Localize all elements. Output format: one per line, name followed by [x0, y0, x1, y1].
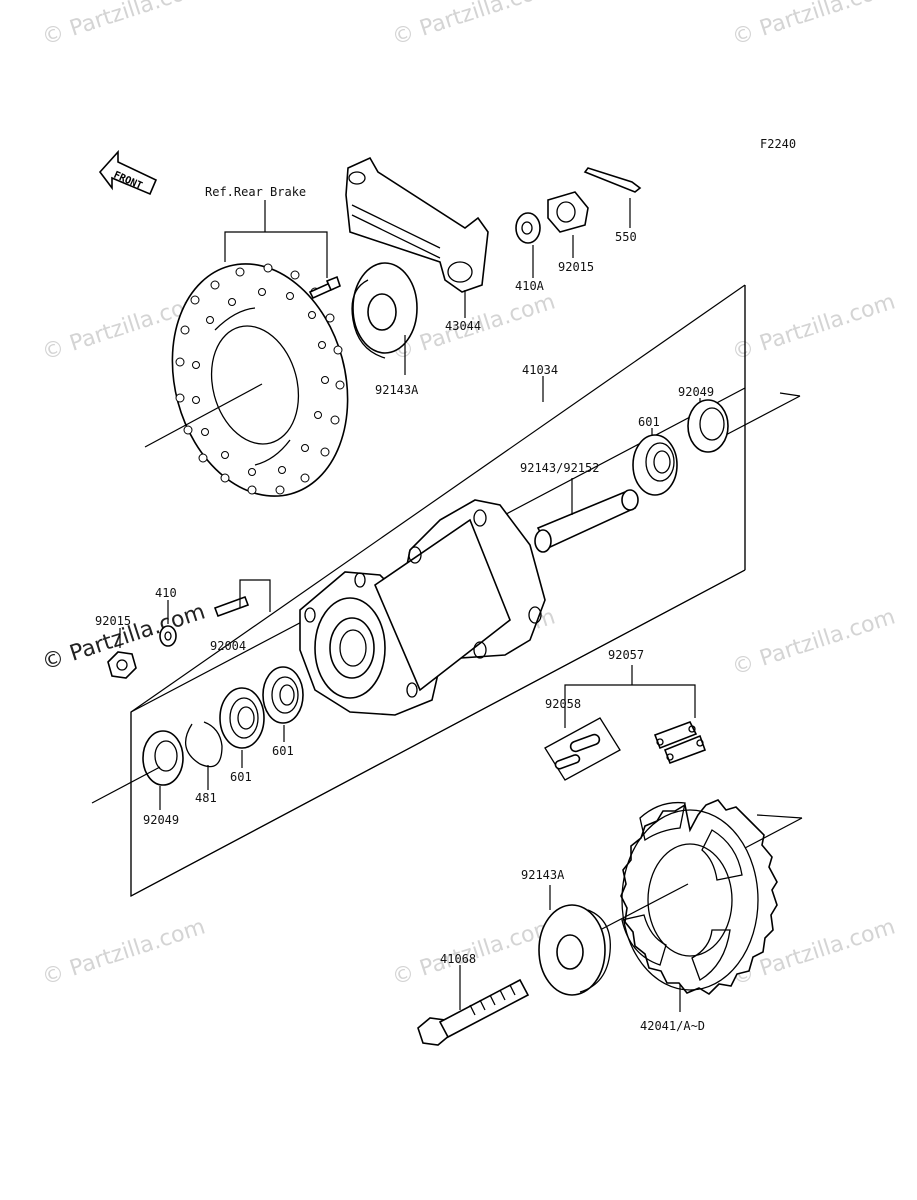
leader-92004 [239, 579, 271, 612]
watermark: © Partzilla.com [389, 0, 558, 51]
front-arrow: FRONT [98, 149, 158, 196]
cotter-pin [583, 167, 642, 193]
circlip-481 [184, 721, 223, 768]
master-link [544, 717, 621, 781]
washer-410A [515, 212, 541, 244]
part-label-92058: 92058 [545, 697, 581, 711]
part-label-410A: 410A [515, 279, 545, 293]
part-label-92049-low: 92049 [143, 813, 179, 827]
seal-92049-low [142, 730, 184, 786]
axle-line-right [719, 395, 801, 439]
seal-92049-top [687, 399, 729, 453]
rear-sprocket [620, 799, 778, 996]
part-label-92015-left: 92015 [95, 614, 131, 628]
disc-axis [144, 383, 263, 448]
sprocket-axle-right [744, 817, 803, 849]
sprocket-axle-line [599, 883, 689, 931]
part-label-92049-top: 92049 [678, 385, 714, 399]
wheel-hub [299, 499, 546, 716]
part-label-601-top: 601 [638, 415, 660, 429]
axle-line-left [91, 766, 161, 804]
hub-frame-top [130, 284, 746, 713]
bracket-92057 [564, 684, 696, 718]
bearing-601-low [219, 687, 265, 749]
nut-92015-top [547, 191, 589, 233]
bearing-601-mid [262, 666, 304, 724]
bearing-601-top [632, 434, 678, 496]
caliper-bracket [345, 156, 489, 293]
stud-92004 [213, 595, 250, 618]
figure-code: F2240 [760, 137, 796, 151]
drive-chain [653, 721, 707, 765]
part-label-550: 550 [615, 230, 637, 244]
part-label-41068: 41068 [440, 952, 476, 966]
axle-arrow-right [756, 814, 803, 819]
part-label-43044: 43044 [445, 319, 481, 333]
part-label-601-mid: 601 [272, 744, 294, 758]
watermark: © Partzilla.com [729, 289, 898, 365]
ref-rear-brake-label: Ref.Rear Brake [205, 185, 306, 199]
hub-frame-bottom [130, 569, 746, 897]
axle-arrow [779, 392, 801, 397]
part-label-92004: 92004 [210, 639, 246, 653]
washer-410 [159, 625, 177, 647]
watermark: © Partzilla.com [729, 604, 898, 680]
collar-top [351, 262, 418, 359]
sprocket-bolt [417, 978, 530, 1046]
part-label-481: 481 [195, 791, 217, 805]
brake-disc [144, 263, 349, 497]
part-label-92057: 92057 [608, 648, 644, 662]
spacer-tube [534, 489, 639, 553]
part-labels: 550 92015 410A 43044 92143A 41034 92049 … [95, 230, 714, 1033]
part-label-601-low: 601 [230, 770, 252, 784]
watermark: © Partzilla.com [39, 914, 208, 990]
part-label-41034: 41034 [522, 363, 558, 377]
watermark: © Partzilla.com [729, 0, 898, 51]
nut-92015-left [107, 651, 137, 679]
part-label-92015-top: 92015 [558, 260, 594, 274]
part-label-92143-92152: 92143/92152 [520, 461, 599, 475]
part-label-92143A-low: 92143A [521, 868, 565, 882]
part-label-42041: 42041/A~D [640, 1019, 705, 1033]
ref-bracket-line [224, 231, 328, 278]
collar-low [538, 904, 611, 996]
part-label-410: 410 [155, 586, 177, 600]
part-label-92143A-top: 92143A [375, 383, 419, 397]
watermark: © Partzilla.com [39, 0, 208, 51]
disc-bolt [308, 275, 341, 300]
